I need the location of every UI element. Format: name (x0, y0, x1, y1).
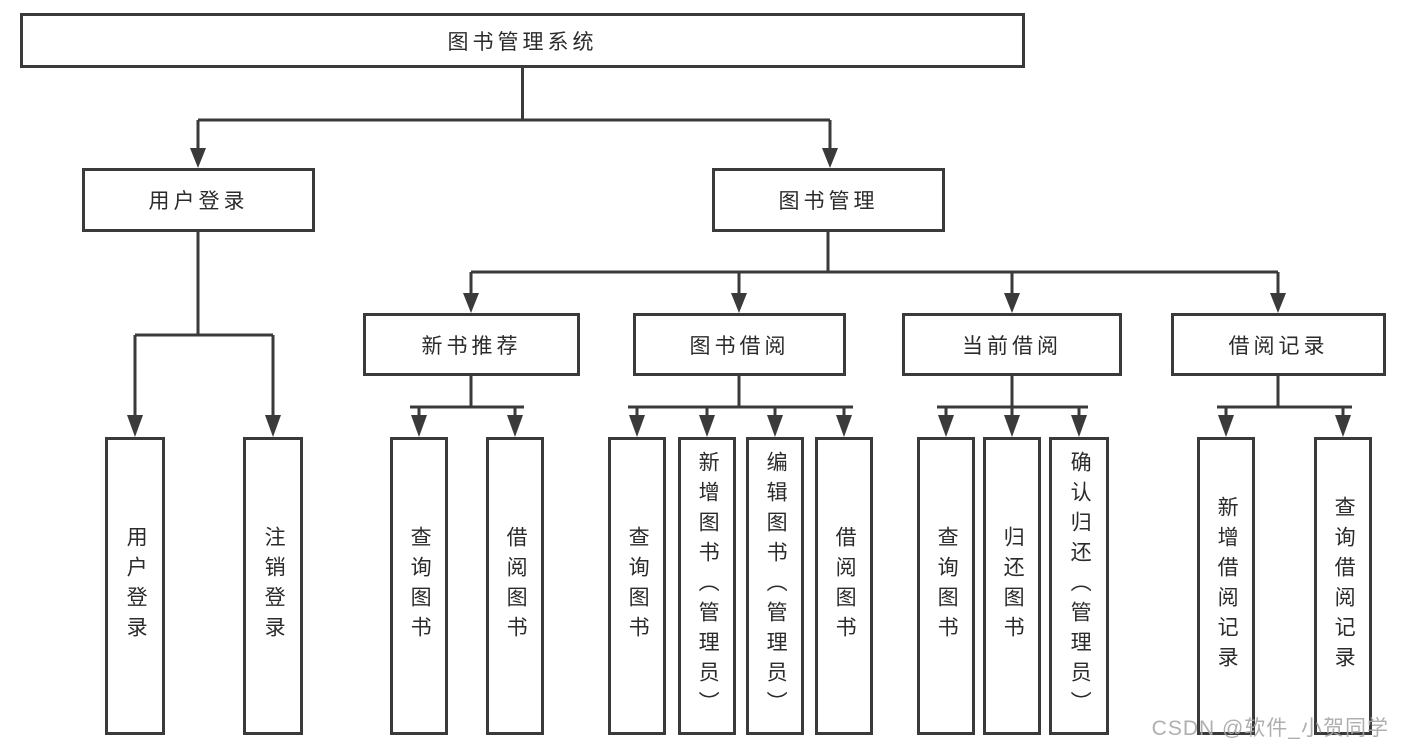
node-book-mgmt-branch: 图书管理 (712, 168, 945, 232)
leaf-add-borrow-record-label: 新增借阅记录 (1215, 496, 1239, 676)
leaf-return-books-label: 归还图书 (1001, 526, 1025, 646)
node-new-book-rec-label: 新书推荐 (421, 334, 522, 358)
leaf-newbook-query-books: 查询图书 (390, 437, 448, 735)
leaf-newbook-borrow-books-label: 借阅图书 (504, 526, 528, 646)
leaf-borrow-books: 借阅图书 (815, 437, 873, 735)
leaf-edit-book-admin: 编辑图书（管理员） (746, 437, 804, 735)
leaf-confirm-return-admin-label: 确认归还（管理员） (1068, 451, 1092, 721)
leaf-current-query-books-label: 查询图书 (935, 526, 959, 646)
leaf-newbook-query-books-label: 查询图书 (408, 526, 432, 646)
leaf-borrow-query-books-label: 查询图书 (626, 526, 650, 646)
leaf-confirm-return-admin: 确认归还（管理员） (1049, 437, 1109, 735)
leaf-edit-book-admin-label: 编辑图书（管理员） (764, 451, 788, 721)
connector-lines (133, 68, 1352, 419)
node-root: 图书管理系统 (20, 13, 1025, 68)
leaf-query-borrow-record-label: 查询借阅记录 (1332, 496, 1356, 676)
leaf-return-books: 归还图书 (983, 437, 1041, 735)
leaf-borrow-query-books: 查询图书 (608, 437, 666, 735)
node-book-borrow-label: 图书借阅 (689, 334, 790, 358)
leaf-logout-label: 注销登录 (262, 526, 286, 646)
leaf-add-book-admin: 新增图书（管理员） (678, 437, 736, 735)
leaf-user-login-label: 用户登录 (124, 526, 148, 646)
leaf-newbook-borrow-books: 借阅图书 (486, 437, 544, 735)
node-current-borrow: 当前借阅 (902, 313, 1122, 376)
node-user-login-branch: 用户登录 (82, 168, 315, 232)
node-borrow-records-label: 借阅记录 (1228, 334, 1329, 358)
leaf-add-borrow-record: 新增借阅记录 (1197, 437, 1255, 735)
csdn-watermark: CSDN @软件_小贺同学 (1151, 717, 1389, 740)
node-new-book-rec: 新书推荐 (363, 313, 580, 376)
leaf-borrow-books-label: 借阅图书 (833, 526, 857, 646)
leaf-query-borrow-record: 查询借阅记录 (1314, 437, 1372, 735)
node-book-mgmt-label: 图书管理 (778, 190, 879, 213)
node-user-login-label: 用户登录 (148, 190, 249, 213)
node-current-borrow-label: 当前借阅 (962, 334, 1062, 358)
leaf-add-book-admin-label: 新增图书（管理员） (696, 451, 720, 721)
leaf-logout: 注销登录 (243, 437, 303, 735)
node-borrow-records: 借阅记录 (1171, 313, 1386, 376)
connector-arrowheads (127, 148, 1351, 437)
node-book-borrow: 图书借阅 (633, 313, 846, 376)
leaf-user-login: 用户登录 (105, 437, 165, 735)
leaf-current-query-books: 查询图书 (917, 437, 975, 735)
node-root-label: 图书管理系统 (447, 30, 598, 54)
